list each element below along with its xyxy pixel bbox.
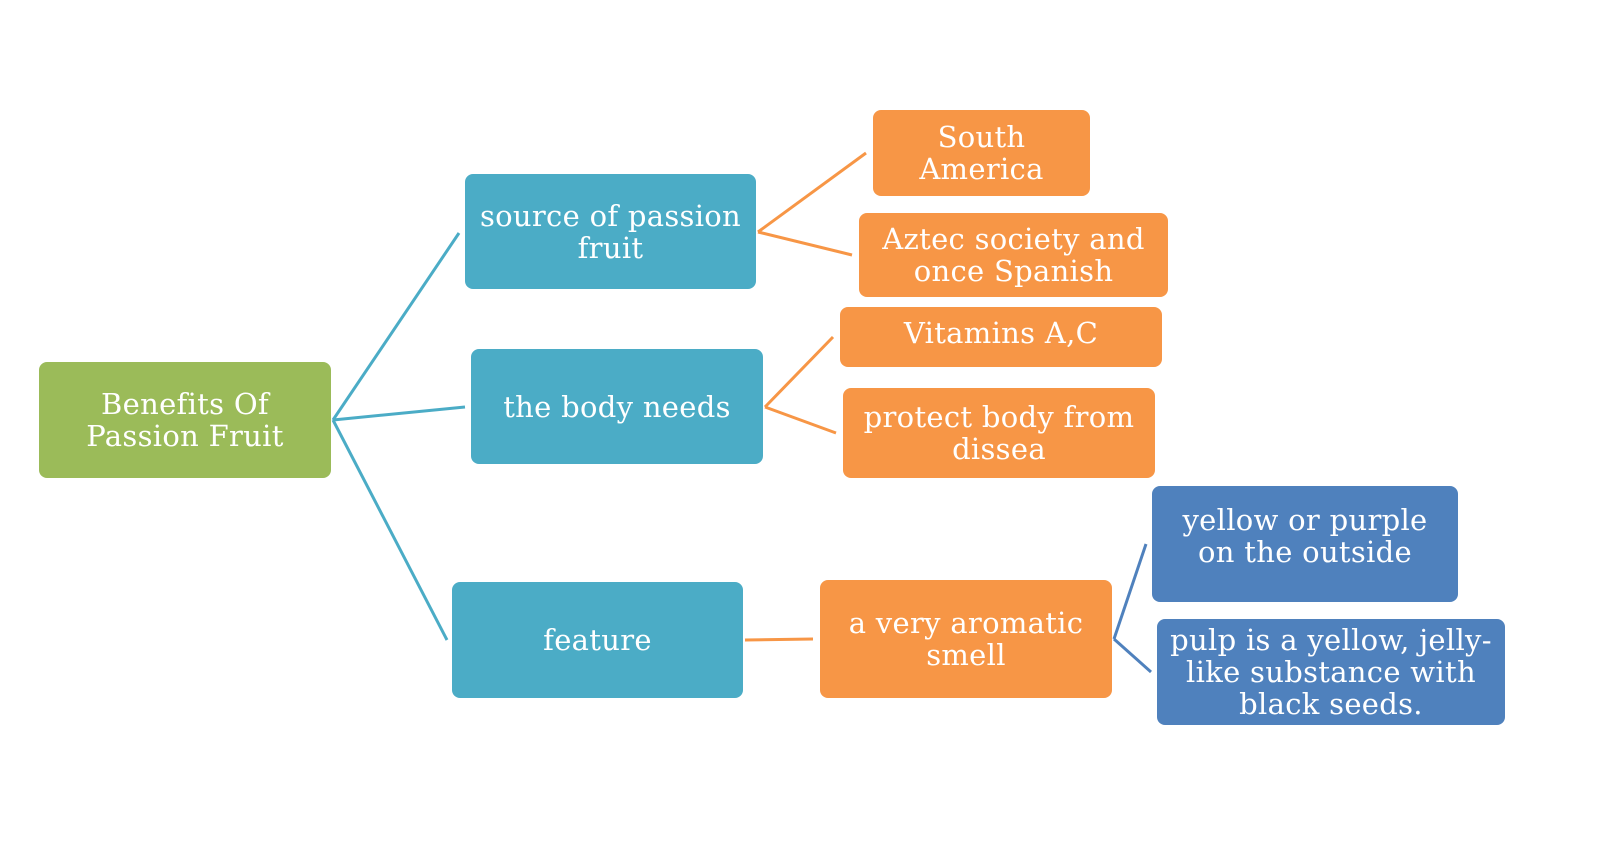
node-south-america: South America (873, 110, 1090, 196)
node-pulp-description: pulp is a yellow, jelly-like substance w… (1157, 619, 1505, 725)
connector-feature-aromatic (744, 637, 814, 642)
connector-root-source (331, 232, 461, 421)
connector-root-body (332, 405, 466, 422)
node-vitamins: Vitamins A,C (840, 307, 1162, 367)
connector-body-vitamins (763, 335, 835, 409)
node-aromatic-smell: a very aromatic smell (820, 580, 1112, 698)
node-yellow-or-purple: yellow or purple on the outside (1152, 486, 1458, 602)
node-aztec-society: Aztec society and once Spanish (859, 213, 1168, 297)
node-source-of-passion-fruit: source of passion fruit (465, 174, 756, 289)
node-the-body-needs: the body needs (471, 349, 763, 464)
connector-aromatic-yellow (1112, 543, 1148, 640)
connector-body-protect (764, 405, 837, 435)
node-feature: feature (452, 582, 743, 698)
connector-root-feature (331, 419, 449, 641)
node-benefits-of-passion-fruit: Benefits Of Passion Fruit (39, 362, 331, 478)
connector-source-south (757, 151, 867, 234)
node-protect-body: protect body from dissea (843, 388, 1155, 478)
connector-aromatic-pulp (1113, 637, 1152, 674)
connector-source-aztec (757, 230, 853, 257)
